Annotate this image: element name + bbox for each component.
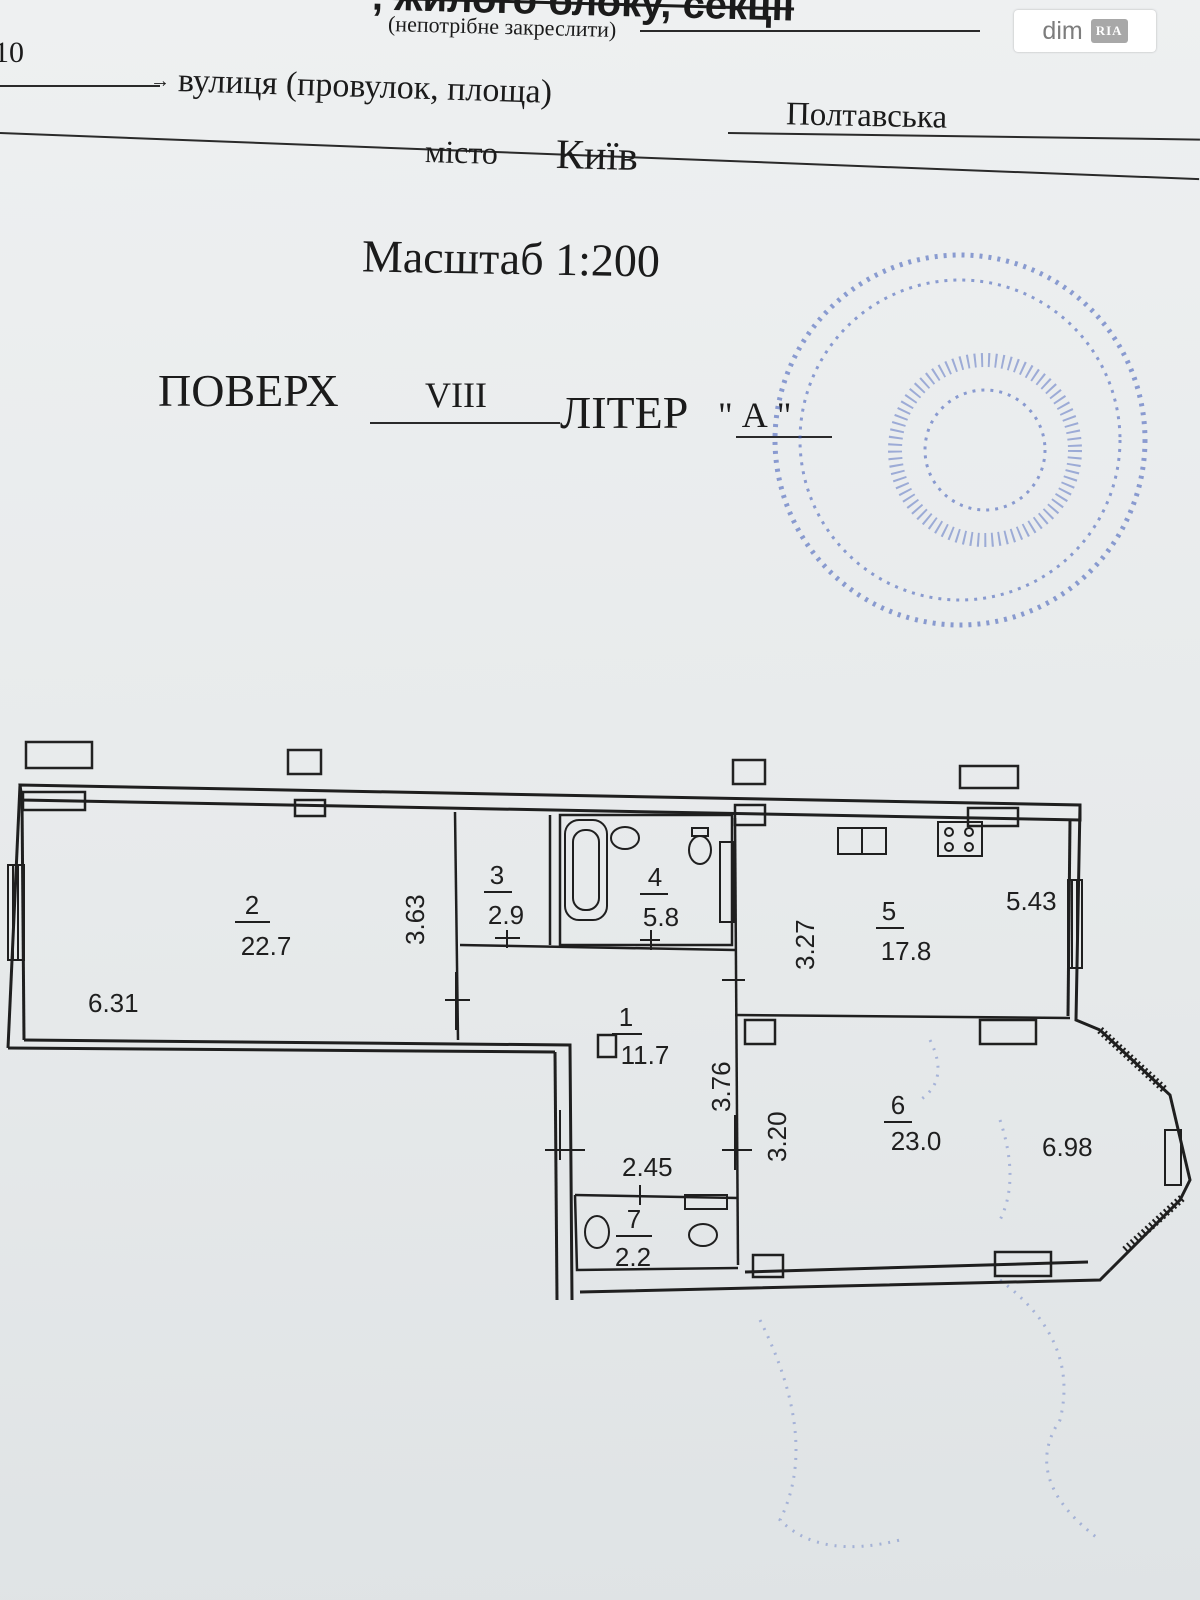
header-left-fragment: 10 — [0, 36, 24, 69]
stamp-smudges — [758, 1039, 1101, 1549]
dimension-room-6-width: 3.20 — [762, 1111, 792, 1162]
watermark-text: dim — [1042, 16, 1083, 45]
room-4-number: 4 — [648, 862, 662, 892]
bathtub-icon — [564, 819, 608, 921]
room-1-number: 1 — [619, 1002, 633, 1032]
dimension-room-1-length: 3.76 — [706, 1061, 736, 1112]
room-6-area: 23.0 — [891, 1126, 942, 1156]
dimension-room-5-length: 5.43 — [1006, 886, 1057, 916]
stamp — [772, 252, 1148, 628]
door-marks — [445, 930, 752, 1205]
room-4-area: 5.8 — [643, 902, 679, 932]
partitions — [21, 790, 1071, 1279]
floor-value: VIII — [425, 375, 487, 415]
floor-underline — [370, 422, 560, 424]
floor-label: ПОВЕРХ — [158, 365, 339, 416]
room-5-area: 17.8 — [881, 936, 932, 966]
letter-label: ЛІТЕР — [560, 387, 689, 438]
letter-value: " А " — [718, 395, 792, 435]
room-1-area: 11.7 — [621, 1040, 670, 1070]
room-5-number: 5 — [882, 896, 896, 926]
sink-icon — [610, 826, 640, 850]
room-7-number: 7 — [627, 1204, 641, 1234]
stove-icon — [937, 821, 983, 857]
room-6-number: 6 — [891, 1090, 905, 1120]
room-3-area: 2.9 — [488, 900, 524, 930]
arrow-icon: → — [150, 70, 170, 92]
toilet-icon — [688, 835, 712, 865]
wc-sink-icon — [584, 1215, 610, 1249]
wc-toilet-icon — [688, 1223, 718, 1247]
room-2-area: 22.7 — [241, 931, 292, 961]
room-3-number: 3 — [490, 860, 504, 890]
room-2-number: 2 — [245, 890, 259, 920]
room-7-area: 2.2 — [615, 1242, 651, 1272]
watermark-badge: RIA — [1090, 19, 1128, 43]
dimension-room-2-width: 3.63 — [400, 894, 430, 945]
dimension-room-5-width: 3.27 — [790, 919, 820, 970]
window-markers — [24, 740, 1020, 790]
dimension-room-6-length: 6.98 — [1042, 1132, 1093, 1162]
fixtures — [564, 819, 983, 1249]
header-rule-street — [0, 85, 160, 87]
dimension-room-2-length: 6.31 — [88, 988, 139, 1018]
letter-underline — [736, 436, 832, 438]
dimension-room-1-width: 2.45 — [622, 1152, 673, 1182]
dimria-watermark: dim RIA — [1014, 10, 1156, 52]
side-windows — [7, 864, 1185, 1253]
header-rule-top — [640, 30, 980, 32]
